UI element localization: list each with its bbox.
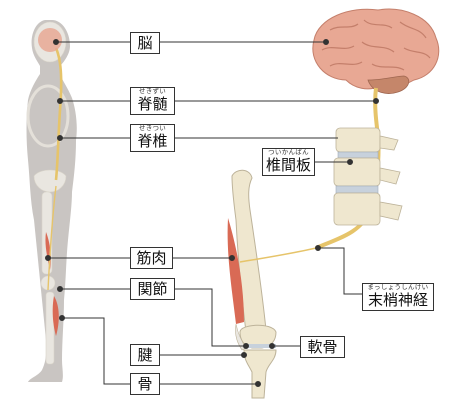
label-joint-text: 関節 — [137, 280, 168, 298]
peripheral-nerve-line — [239, 247, 317, 263]
label-peripheral-nerve-text: 末梢神経 — [367, 291, 428, 309]
vertebral-processes — [379, 135, 403, 221]
label-spinal-cord-ruby: せきずい — [138, 87, 167, 95]
cerebellum — [367, 75, 410, 94]
disc-1 — [337, 151, 379, 159]
thigh-muscle-detail — [227, 218, 244, 324]
small-brain — [38, 28, 62, 52]
label-tendon: 腱 — [130, 344, 160, 366]
knee-cartilage — [242, 344, 276, 348]
pelvis — [33, 169, 67, 193]
label-tendon-text: 腱 — [137, 346, 153, 364]
label-muscle: 筋肉 — [130, 247, 173, 269]
label-spine-text: 脊椎 — [137, 132, 168, 150]
label-disc-ruby: ついかんばん — [268, 148, 309, 156]
brain-illustration — [312, 8, 440, 94]
label-spine: せきつい 脊椎 — [130, 124, 175, 152]
vertebral-column — [333, 127, 403, 226]
tibia-detail — [243, 349, 277, 399]
tibia — [45, 291, 55, 365]
leg-bones — [227, 169, 277, 399]
label-spinal-cord: せきずい 脊髄 — [130, 87, 175, 115]
label-peripheral-nerve: まっしょうしんけい 末梢神経 — [362, 283, 434, 311]
label-peripheral-nerve-ruby: まっしょうしんけい — [367, 283, 429, 291]
leader-lines — [45, 39, 379, 387]
label-brain-text: 脳 — [137, 34, 153, 52]
ribcage — [26, 84, 70, 148]
label-disc-text: 椎間板 — [265, 156, 311, 174]
label-spine-ruby: せきつい — [138, 124, 167, 132]
label-cartilage: 軟骨 — [300, 336, 345, 358]
spinal-cord — [54, 47, 63, 181]
label-muscle-text: 筋肉 — [136, 249, 167, 267]
label-disc: ついかんばん 椎間板 — [262, 148, 315, 176]
disc-2 — [335, 185, 379, 194]
femur-detail — [231, 169, 267, 333]
label-joint: 関節 — [130, 278, 175, 300]
calf-muscle — [52, 296, 59, 336]
label-brain: 脳 — [130, 32, 160, 54]
label-cartilage-text: 軟骨 — [307, 338, 338, 356]
sciatic-nerve — [47, 185, 57, 291]
label-bone: 骨 — [130, 373, 160, 395]
label-spinal-cord-text: 脊髄 — [137, 95, 168, 113]
label-bone-text: 骨 — [137, 375, 153, 393]
